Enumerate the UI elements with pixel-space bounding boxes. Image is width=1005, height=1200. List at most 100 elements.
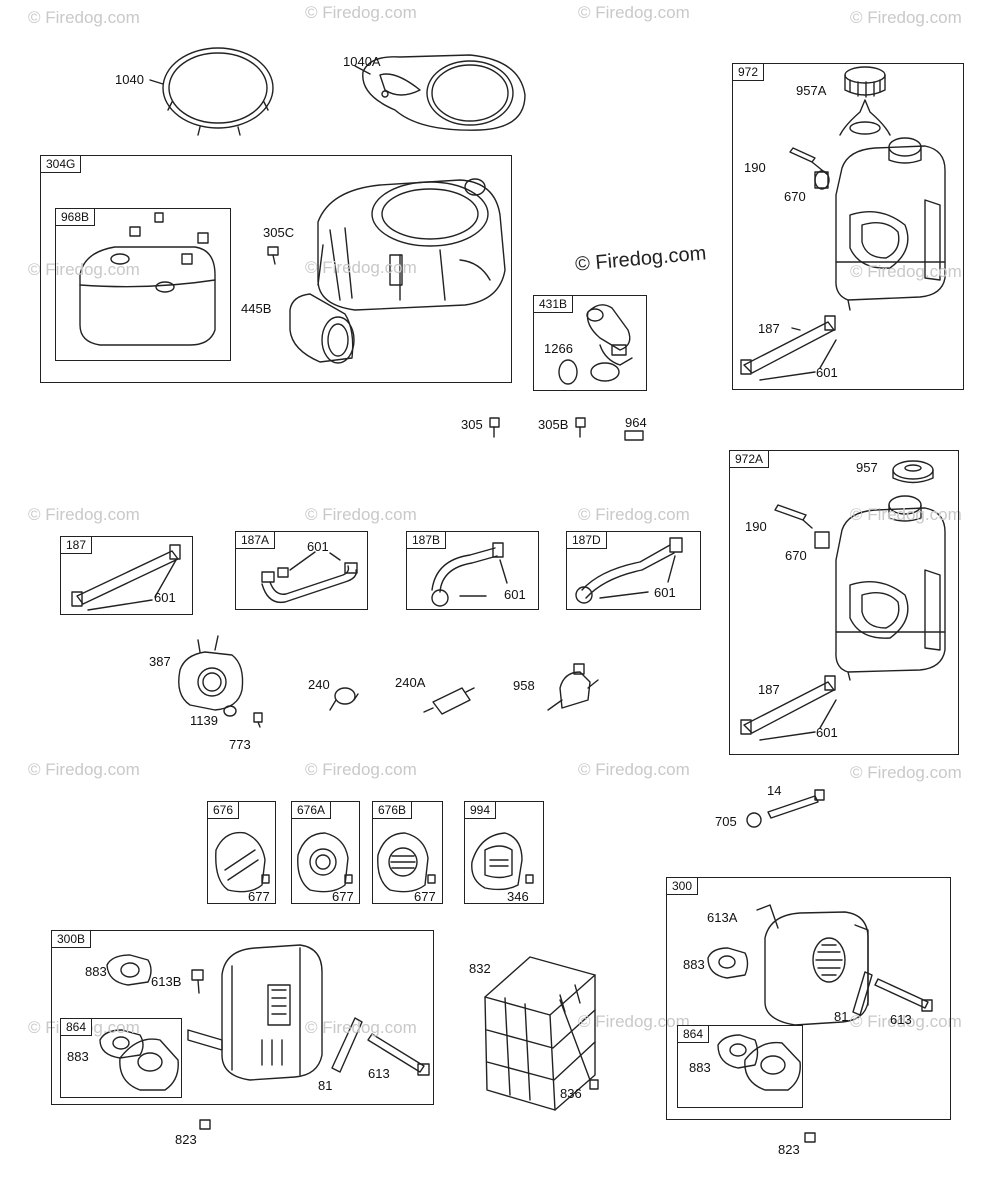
part-callout: 240 xyxy=(308,677,330,692)
part-callout: 387 xyxy=(149,654,171,669)
part-callout: 190 xyxy=(745,519,767,534)
group-box-304g: 304G xyxy=(40,155,512,383)
fitting-190-670-lower-part xyxy=(774,504,830,549)
part-callout: 187 xyxy=(758,321,780,336)
deflector-676a-part xyxy=(297,832,353,893)
group-box-187d: 187D xyxy=(566,531,701,610)
group-label: 300B xyxy=(51,930,92,948)
part-callout: 305 xyxy=(461,417,483,432)
fuel-line-187b-part xyxy=(431,542,508,607)
part-callout: 670 xyxy=(784,189,806,204)
part-callout: 601 xyxy=(816,725,838,740)
group-label: 864 xyxy=(60,1018,93,1036)
part-callout: 305B xyxy=(538,417,569,432)
part-callout: 677 xyxy=(414,889,436,904)
screw-305c-part xyxy=(267,246,279,265)
part-callout: 613A xyxy=(707,910,738,925)
watermark-text: © Firedog.com xyxy=(850,8,962,27)
blower-cover-part xyxy=(79,212,216,346)
group-box-187a: 187A xyxy=(235,531,368,610)
fuel-tank-972a-part xyxy=(835,460,946,681)
part-callout: 1040 xyxy=(115,72,144,87)
muffler-300-part xyxy=(707,904,933,1143)
elbow-fitting-part xyxy=(558,304,633,385)
group-box-972a: 972A xyxy=(729,450,959,755)
part-callout: 601 xyxy=(504,587,526,602)
group-label: 864 xyxy=(677,1025,710,1043)
part-callout: 964 xyxy=(625,415,647,430)
part-callout: 883 xyxy=(683,957,705,972)
part-callout: 1040A xyxy=(343,54,381,69)
filter-240-part xyxy=(329,687,359,711)
group-box-968b: 968B xyxy=(55,208,231,361)
part-callout: 240A xyxy=(395,675,426,690)
watermark-text: © Firedog.com xyxy=(305,505,417,524)
air-filter-part xyxy=(289,293,355,364)
fuel-pump-part xyxy=(178,635,263,728)
group-label: 676A xyxy=(291,801,332,819)
part-callout: 601 xyxy=(154,590,176,605)
group-label: 994 xyxy=(464,801,497,819)
group-label: 676 xyxy=(207,801,240,819)
fuel-line-187-part xyxy=(71,544,181,611)
part-callout: 958 xyxy=(513,678,535,693)
part-callout: 305C xyxy=(263,225,295,240)
part-callout: 883 xyxy=(85,964,107,979)
part-callout: 613B xyxy=(151,974,182,989)
part-callout: 883 xyxy=(67,1049,89,1064)
group-box-994: 994 xyxy=(464,801,544,904)
group-box-864: 864 xyxy=(677,1025,803,1108)
blower-housing-part xyxy=(317,178,506,311)
group-box-300b: 300B xyxy=(51,930,434,1105)
watermark-text: © Firedog.com xyxy=(850,1012,962,1031)
fitting-190-670-part xyxy=(789,147,830,190)
fuel-line-187d-part xyxy=(575,537,683,604)
group-label: 968B xyxy=(55,208,96,226)
group-label: 187D xyxy=(566,531,607,549)
part-callout: 81 xyxy=(834,1009,849,1024)
watermark-text: © Firedog.com xyxy=(305,1018,417,1037)
group-box-431b: 431B xyxy=(533,295,647,391)
insert-964-part xyxy=(624,430,644,441)
group-label: 431B xyxy=(533,295,574,313)
group-box-300: 300 xyxy=(666,877,951,1120)
watermark-text: © Firedog.com xyxy=(28,505,140,524)
part-callout: 677 xyxy=(248,889,270,904)
part-callout: 773 xyxy=(229,737,251,752)
part-callout: 601 xyxy=(307,539,329,554)
fitting-14-705-part xyxy=(746,789,825,828)
part-callout: 613 xyxy=(890,1012,912,1027)
group-label: 300 xyxy=(666,877,699,895)
part-callout: 823 xyxy=(175,1132,197,1147)
watermark-text: © Firedog.com xyxy=(850,505,962,524)
group-label: 972 xyxy=(732,63,765,81)
part-callout: 957A xyxy=(796,83,827,98)
gasket-plate-part xyxy=(354,54,526,131)
muffler-300b-part xyxy=(99,944,430,1130)
part-callout: 670 xyxy=(785,548,807,563)
part-callout: 14 xyxy=(767,783,782,798)
watermark-text: © Firedog.com xyxy=(305,760,417,779)
part-callout: 957 xyxy=(856,460,878,475)
group-label: 187B xyxy=(406,531,447,549)
group-box-864: 864 xyxy=(60,1018,182,1098)
group-box-187: 187 xyxy=(60,536,193,615)
watermark-text: © Firedog.com xyxy=(28,760,140,779)
fuel-tank-972-part xyxy=(835,66,946,311)
part-callout: 613 xyxy=(368,1066,390,1081)
screw-305b-part xyxy=(575,417,586,438)
part-callout: 346 xyxy=(507,889,529,904)
group-box-676: 676 xyxy=(207,801,276,904)
spark-arrestor-994-part xyxy=(471,832,534,891)
group-label: 187 xyxy=(60,536,93,554)
group-box-676a: 676A xyxy=(291,801,360,904)
part-callout: 883 xyxy=(689,1060,711,1075)
wire-guard-part xyxy=(484,956,599,1111)
watermark-text: © Firedog.com xyxy=(578,3,690,22)
screw-305-part xyxy=(489,417,500,438)
group-label: 972A xyxy=(729,450,770,468)
part-callout: 705 xyxy=(715,814,737,829)
group-label: 304G xyxy=(40,155,82,173)
gasket-ring-part xyxy=(149,47,274,136)
